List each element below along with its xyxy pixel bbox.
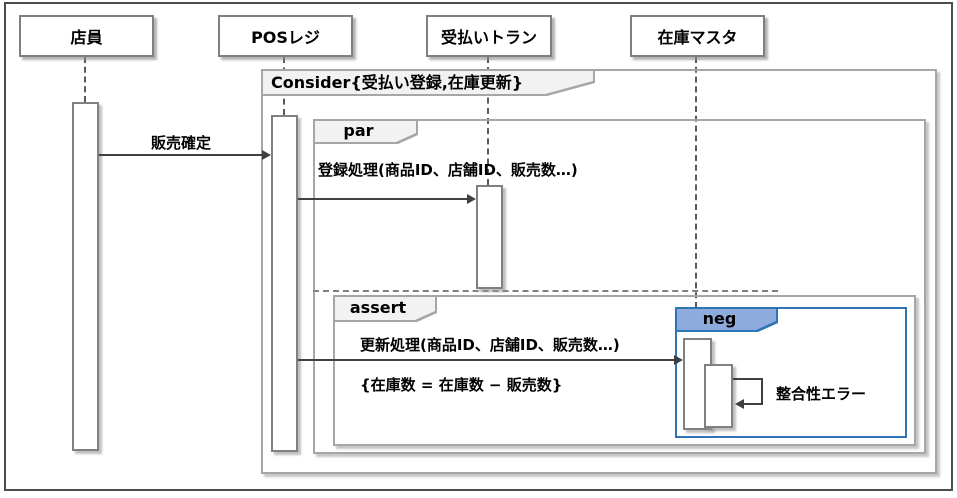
activation-pos-register <box>271 115 298 452</box>
message-update-label: 更新処理(商品ID、店舗ID、販売数…) <box>360 336 620 354</box>
frame-neg-tab-fill <box>677 309 776 330</box>
frame-neg-label: neg <box>702 309 737 328</box>
frame-neg <box>675 307 907 438</box>
frame-par <box>313 119 926 454</box>
activation-inventory-master-nested <box>704 364 733 428</box>
actor-payment-transaction-label: 受払いトラン <box>440 28 537 47</box>
actor-pos-register: POSレジ <box>218 15 353 57</box>
frame-assert-label: assert <box>349 298 407 317</box>
frame-par-tab-fill <box>315 121 416 142</box>
message-register-arrowhead <box>467 194 476 204</box>
par-divider <box>313 290 778 292</box>
message-register-label: 登録処理(商品ID、店舗ID、販売数…) <box>318 161 578 179</box>
message-integrity-error-line-back <box>744 403 763 405</box>
message-register-line <box>298 198 467 200</box>
message-sale-confirm-line <box>99 154 263 156</box>
lifeline-payment-transaction <box>487 57 489 185</box>
actor-clerk-label: 店員 <box>70 28 103 47</box>
lifeline-clerk <box>84 57 86 102</box>
frame-consider-tab-fill <box>263 71 593 94</box>
message-integrity-error-arrowhead <box>735 399 744 409</box>
actor-payment-transaction: 受払いトラン <box>426 15 552 57</box>
message-sale-confirm-arrowhead <box>262 150 271 160</box>
frame-par-label: par <box>343 121 374 140</box>
frame-consider-label: Consider{受払い登録,在庫更新} <box>271 72 524 92</box>
actor-inventory-master-label: 在庫マスタ <box>657 28 738 47</box>
actor-clerk: 店員 <box>19 15 154 57</box>
message-integrity-error-line-out <box>733 378 763 380</box>
actor-inventory-master: 在庫マスタ <box>630 15 765 57</box>
frame-consider-tab: Consider{受払い登録,在庫更新} <box>261 69 595 96</box>
lifeline-inventory-master <box>695 57 697 308</box>
frame-neg-tab: neg <box>675 307 778 332</box>
activation-clerk <box>72 102 99 451</box>
message-sale-confirm-label: 販売確定 <box>150 134 211 152</box>
frame-assert-tab: assert <box>333 295 437 322</box>
message-integrity-error-label: 整合性エラー <box>776 385 867 403</box>
frame-assert-tab-fill <box>335 297 435 320</box>
message-update-arrowhead <box>674 355 683 365</box>
actor-pos-register-label: POSレジ <box>251 28 320 47</box>
frame-consider <box>261 69 937 474</box>
message-update-line <box>298 359 674 361</box>
activation-payment-transaction <box>476 185 503 289</box>
frame-par-tab: par <box>313 119 418 144</box>
message-integrity-error-line-down <box>761 378 763 405</box>
constraint-label: {在庫数 = 在庫数 − 販売数} <box>360 376 563 394</box>
frame-assert <box>333 295 916 446</box>
